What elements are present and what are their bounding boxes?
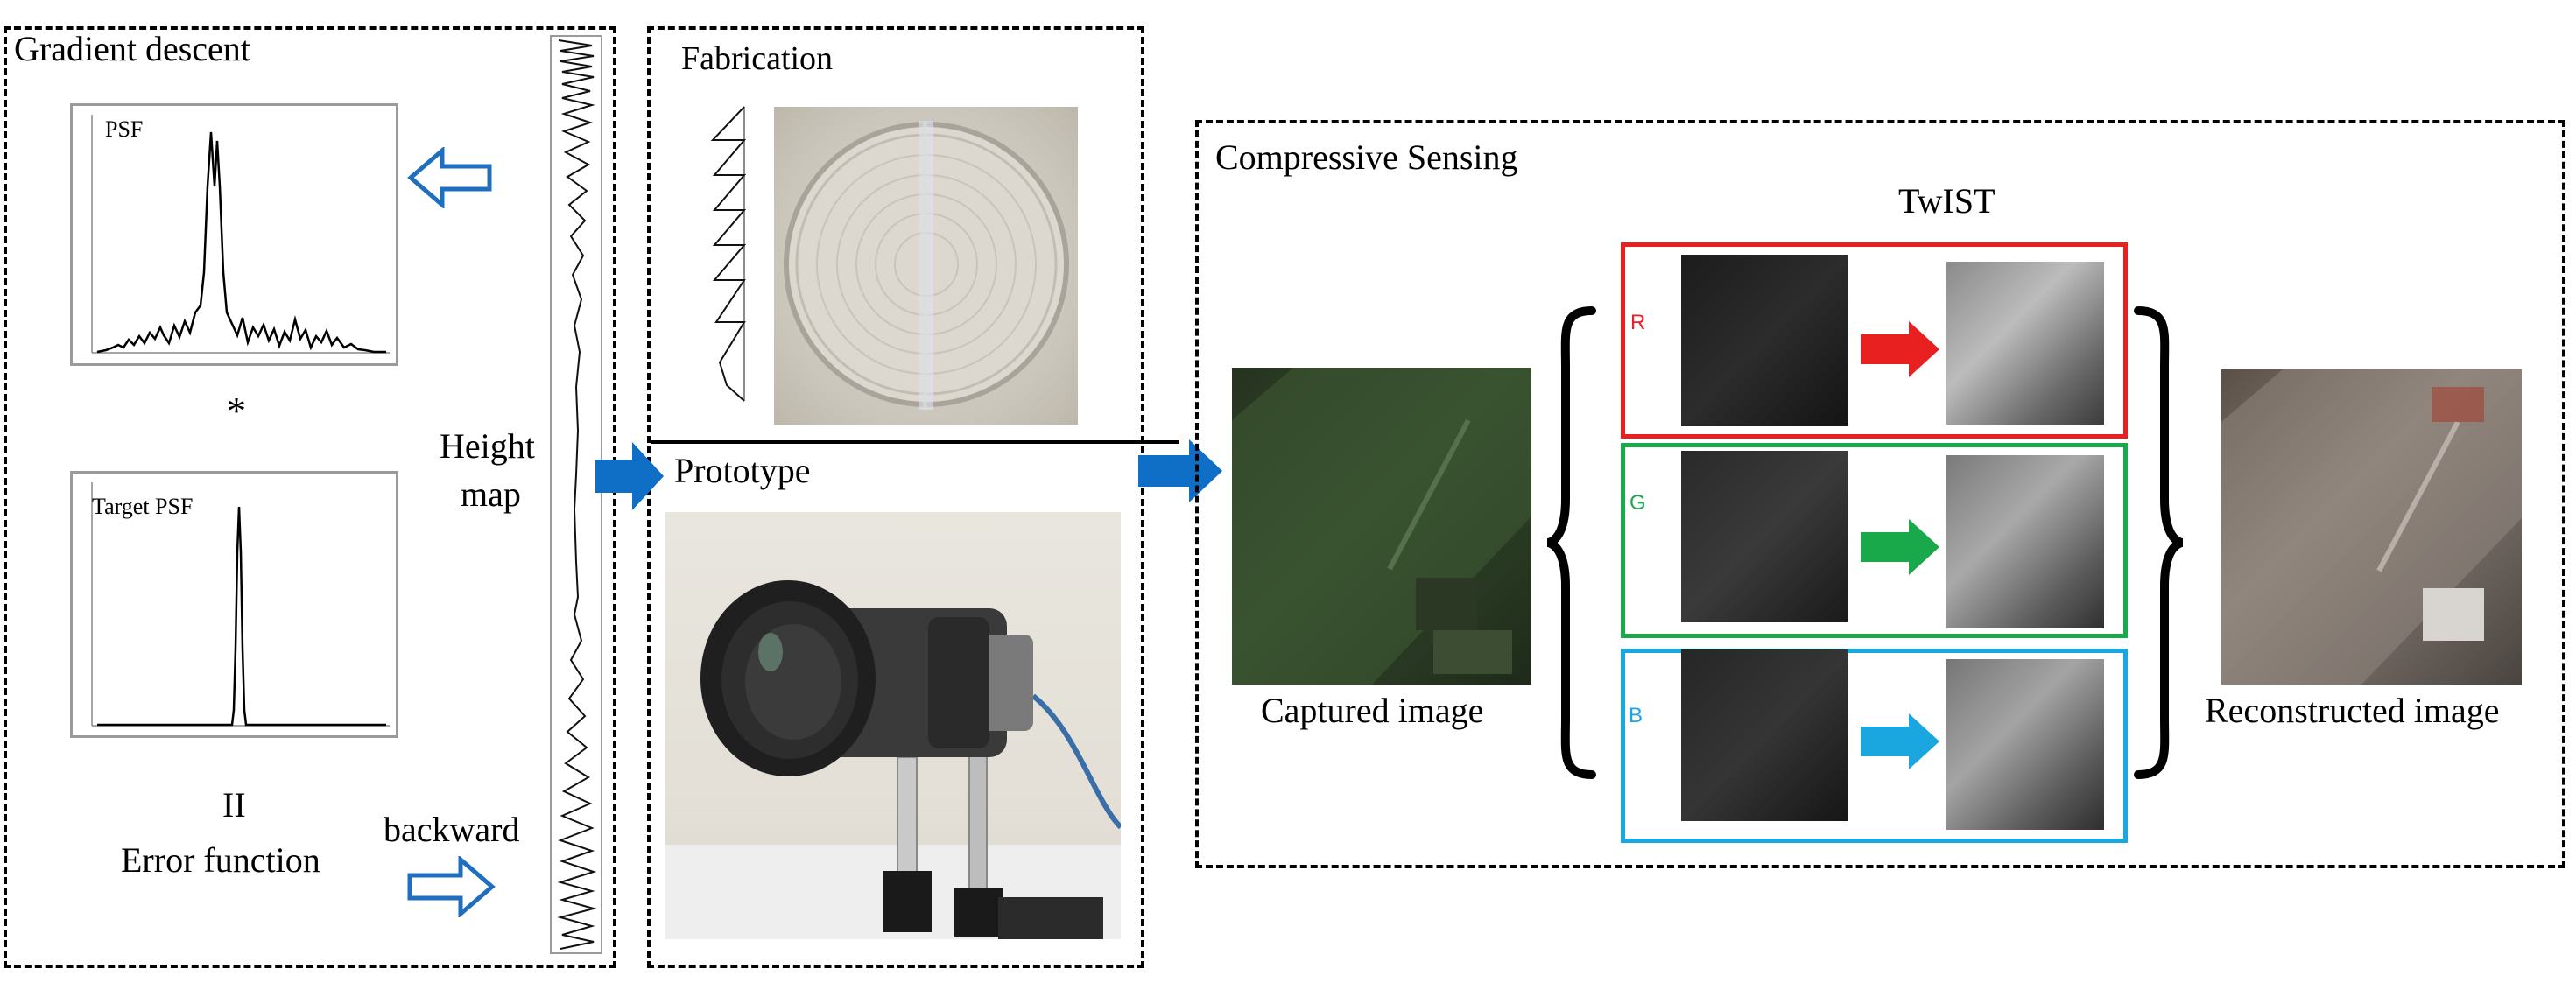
channel-r-box <box>1621 242 2128 439</box>
target-psf-plot <box>70 471 398 738</box>
channel-g-letter: G <box>1629 491 1646 515</box>
psf-label: PSF <box>105 116 144 142</box>
hollow-arrow-left-icon <box>407 147 495 208</box>
channel-r-output-image <box>1946 262 2104 425</box>
height-map-label-line1: Height <box>440 426 535 466</box>
error-function-label: Error function <box>121 840 320 880</box>
prototype-camera-photo <box>665 512 1121 939</box>
fabrication-divider <box>651 440 1148 444</box>
captured-image <box>1232 368 1531 685</box>
backward-label: backward <box>384 810 520 849</box>
channel-r-input-image <box>1681 255 1848 426</box>
channel-g-box <box>1621 443 2128 638</box>
target-psf-label: Target PSF <box>92 494 194 519</box>
convolution-symbol: * <box>227 390 246 432</box>
twist-label: TwIST <box>1898 181 1995 221</box>
flow-arrow-2-icon <box>1138 439 1222 502</box>
right-brace-icon <box>2134 306 2186 779</box>
height-map-plot <box>550 35 602 954</box>
fabrication-panel <box>647 26 1144 968</box>
channel-b-output-image <box>1946 659 2104 830</box>
channel-r-letter: R <box>1630 311 1646 334</box>
fabrication-title: Fabrication <box>681 40 834 77</box>
reconstructed-image <box>2221 369 2522 685</box>
channel-b-input-image <box>1681 649 1848 821</box>
reconstructed-image-label: Reconstructed image <box>2205 691 2500 730</box>
channel-g-input-image <box>1681 451 1848 622</box>
channel-b-letter: B <box>1629 704 1643 727</box>
gradient-descent-panel <box>4 26 616 968</box>
height-map-label-line2: map <box>461 474 521 514</box>
connector-line <box>1144 440 1179 444</box>
channel-g-arrow-icon <box>1861 519 1939 575</box>
fabricated-lens-photo <box>774 107 1078 425</box>
gradient-descent-title: Gradient descent <box>14 29 250 68</box>
hollow-arrow-right-icon <box>405 856 496 917</box>
channel-g-output-image <box>1946 455 2104 628</box>
psf-plot <box>70 103 398 366</box>
fabrication-profile-plot <box>707 103 773 405</box>
channel-b-box <box>1621 649 2128 843</box>
channel-b-arrow-icon <box>1861 713 1939 769</box>
captured-image-label: Captured image <box>1261 691 1484 730</box>
compressive-sensing-panel <box>1195 120 2565 868</box>
equals-symbol: II <box>222 785 246 825</box>
flow-arrow-1-icon <box>595 442 664 510</box>
compressive-sensing-title: Compressive Sensing <box>1215 137 1518 177</box>
prototype-label: Prototype <box>674 451 811 490</box>
channel-r-arrow-icon <box>1861 321 1939 377</box>
left-brace-icon <box>1544 306 1596 779</box>
